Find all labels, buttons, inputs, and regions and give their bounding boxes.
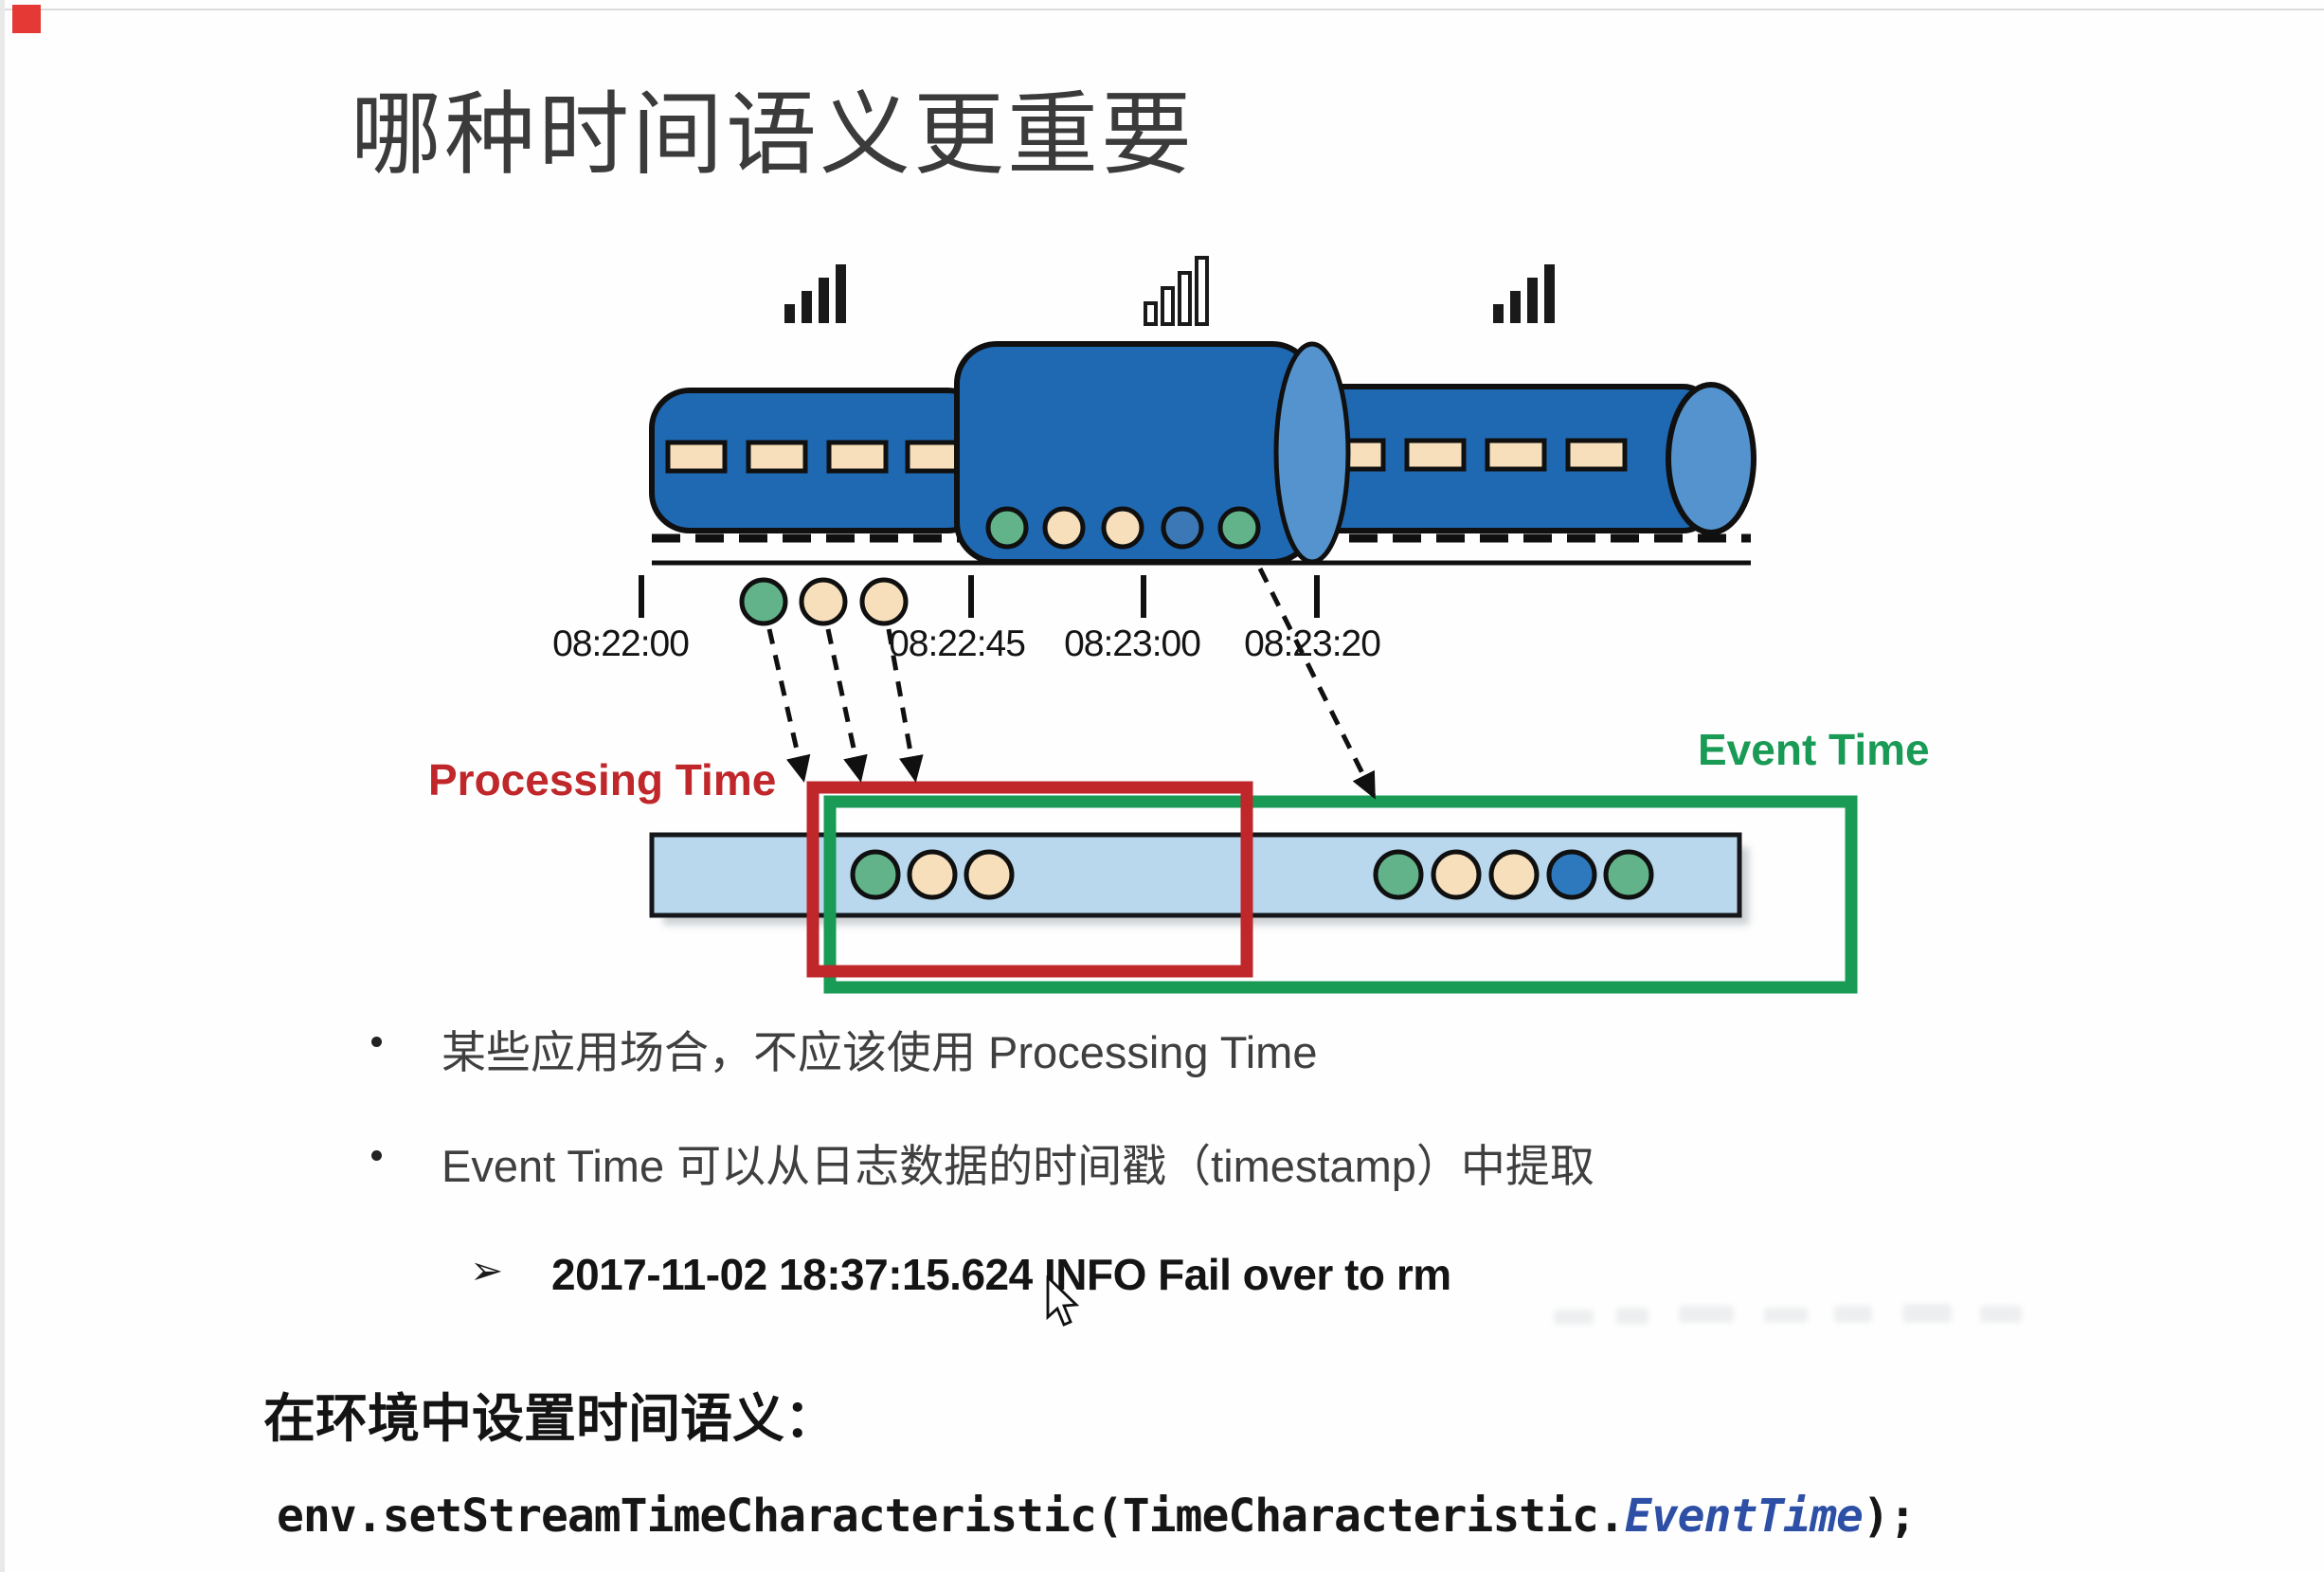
stream-pipe-right — [1284, 382, 1757, 535]
page-title: 哪种时间语义更重要 — [351, 84, 1195, 186]
setting-heading: 在环境中设置时间语义： — [263, 1389, 838, 1448]
window-event-dots — [985, 506, 1261, 550]
sub-bullet-arrow-icon: ➢ — [470, 1248, 504, 1292]
bullet-dot — [371, 1037, 382, 1047]
stream-window-middle — [954, 341, 1351, 565]
timeline-label: 08:23:00 — [1064, 623, 1201, 664]
top-hairline — [0, 9, 2324, 10]
mouse-cursor-icon — [1046, 1275, 1080, 1327]
bullet-item: Event Time 可以从日志数据的时间戳（timestamp）中提取 — [441, 1141, 1594, 1191]
pipe-dashes-left — [665, 440, 967, 474]
watermark-smudge — [1554, 1310, 1594, 1325]
code-highlight: EventTime — [1624, 1490, 1864, 1543]
watermark-smudge — [1616, 1308, 1648, 1325]
event-time-box — [823, 795, 1858, 994]
pending-event-dots — [739, 577, 909, 626]
bar-chart-icon-left — [784, 264, 846, 323]
pipe-end-cap — [1666, 382, 1757, 535]
code-suffix: ); — [1862, 1490, 1917, 1543]
watermark-smudge — [1764, 1308, 1808, 1323]
log-line: 2017-11-02 18:37:15.624 INFO Fail over t… — [551, 1250, 1451, 1299]
recording-indicator — [12, 5, 41, 33]
watermark-smudge — [1834, 1306, 1872, 1323]
watermark-smudge — [1902, 1304, 1952, 1323]
processing-time-box — [806, 781, 1253, 978]
timeline-label: 08:22:00 — [552, 623, 690, 664]
timeline-ticks — [639, 575, 1320, 618]
bar-chart-icon-middle — [1144, 256, 1209, 326]
stream-pipe-left — [649, 388, 988, 533]
timeline-label: 08:22:45 — [889, 623, 1026, 664]
window-end-crescent — [1273, 341, 1351, 565]
code-prefix: env.setStreamTimeCharacteristic(TimeChar… — [277, 1490, 1626, 1543]
event-time-label: Event Time — [1698, 725, 1930, 774]
bar-chart-icon-right — [1493, 264, 1555, 323]
watermark-smudge — [1679, 1306, 1734, 1323]
code-line: env.setStreamTimeCharacteristic(TimeChar… — [277, 1490, 1917, 1543]
left-edge-line — [0, 0, 5, 1572]
watermark-smudge — [1980, 1306, 2022, 1323]
bullet-item: 某些应用场合，不应该使用 Processing Time — [441, 1027, 1318, 1077]
processing-time-label: Processing Time — [428, 755, 777, 804]
timeline-label: 08:23:20 — [1244, 623, 1381, 664]
stream-bar-dots — [850, 849, 1654, 900]
bullet-dot — [371, 1150, 382, 1161]
